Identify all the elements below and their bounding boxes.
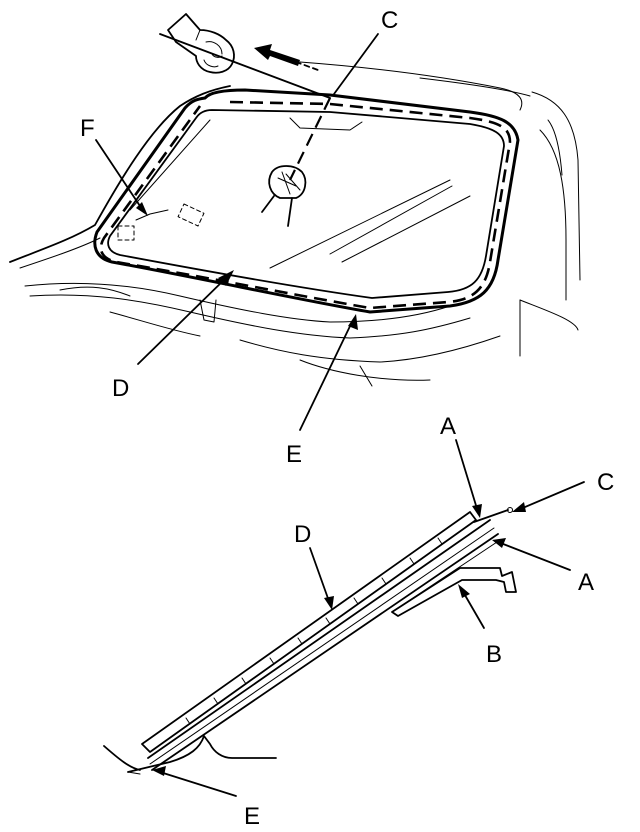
cross-section-view (103, 439, 585, 797)
windshield-outer-edge (93, 88, 520, 314)
label-d-lower: D (294, 521, 311, 548)
sensor-bracket (117, 203, 205, 241)
pulling-hand-icon (167, 13, 235, 74)
label-b: B (486, 641, 502, 668)
label-a-upper: A (440, 413, 456, 440)
glass-panel (141, 511, 477, 753)
label-c-lower: C (597, 469, 614, 496)
pull-direction-arrow-icon (254, 44, 319, 71)
cutting-path-dashed (99, 100, 512, 310)
vehicle-top-view (9, 13, 581, 431)
label-f: F (80, 115, 95, 142)
label-e-top: E (286, 441, 302, 468)
cutting-wire-top (159, 33, 331, 99)
glass-hatch (185, 537, 443, 725)
label-d-top: D (112, 375, 129, 402)
rearview-mirror-icon (261, 165, 307, 227)
label-e-lower: E (244, 803, 260, 830)
label-a-lower: A (578, 569, 594, 596)
label-c-top: C (381, 7, 398, 34)
